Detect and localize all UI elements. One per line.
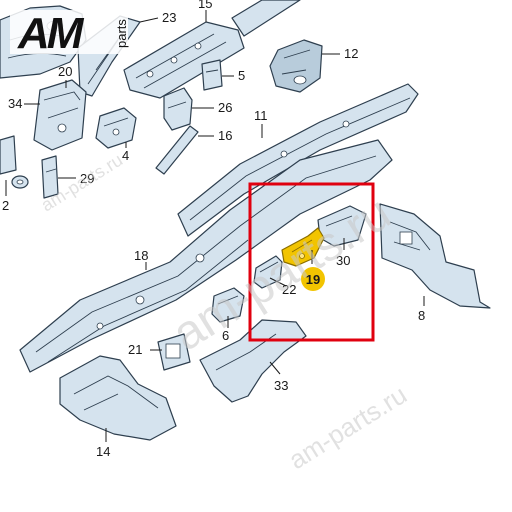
callout-8: 8 — [418, 308, 425, 323]
callout-21: 21 — [128, 342, 142, 357]
part-19-highlighted-bracket — [281, 227, 325, 267]
callout-16: 16 — [218, 128, 232, 143]
part-21-plate — [157, 333, 191, 371]
watermark-text-3: am-parts.ru — [283, 379, 412, 475]
callout-19: 19 — [306, 272, 320, 287]
callout-11: 11 — [254, 108, 268, 123]
part-34-small-bracket — [0, 135, 17, 175]
part-16-plate — [155, 125, 199, 175]
callout-23: 23 — [162, 10, 176, 25]
part-4-bracket — [95, 107, 137, 149]
part-2-washer — [11, 175, 29, 189]
callout-labels: 23 15 12 20 5 34 26 11 16 4 2 29 18 30 1… — [2, 0, 425, 459]
callout-19-badge: 19 — [301, 267, 325, 291]
leader-lines — [5, 10, 425, 442]
callout-34: 34 — [8, 96, 22, 111]
callout-26: 26 — [218, 100, 232, 115]
callout-15: 15 — [198, 0, 212, 11]
callout-4: 4 — [122, 148, 129, 163]
callout-12: 12 — [344, 46, 358, 61]
part-20-box-bracket — [33, 79, 87, 151]
callout-14: 14 — [96, 444, 110, 459]
callout-22: 22 — [282, 282, 296, 297]
logo-sub-text: parts — [114, 19, 129, 48]
part-29-stud — [41, 155, 59, 199]
callout-29: 29 — [80, 171, 94, 186]
part-26-bracket — [163, 87, 193, 131]
part-11-rail — [177, 83, 419, 237]
callout-5: 5 — [238, 68, 245, 83]
part-18-frame-rail — [19, 139, 393, 373]
part-8-panel — [379, 203, 491, 309]
am-parts-logo: AM parts — [10, 9, 129, 58]
part-6-bracket — [211, 287, 245, 323]
part-12-bracket — [269, 39, 323, 93]
upper-rail — [231, 0, 301, 37]
callout-20: 20 — [58, 64, 72, 79]
part-5-clip — [201, 59, 223, 91]
callout-18: 18 — [134, 248, 148, 263]
callout-30: 30 — [336, 253, 350, 268]
part-15-crossmember — [123, 21, 245, 99]
highlight-frame — [248, 182, 375, 342]
logo-main-text: AM — [17, 9, 85, 58]
callout-2: 2 — [2, 198, 9, 213]
part-14-lower-box — [59, 355, 177, 441]
callout-6: 6 — [222, 328, 229, 343]
callout-33: 33 — [274, 378, 288, 393]
